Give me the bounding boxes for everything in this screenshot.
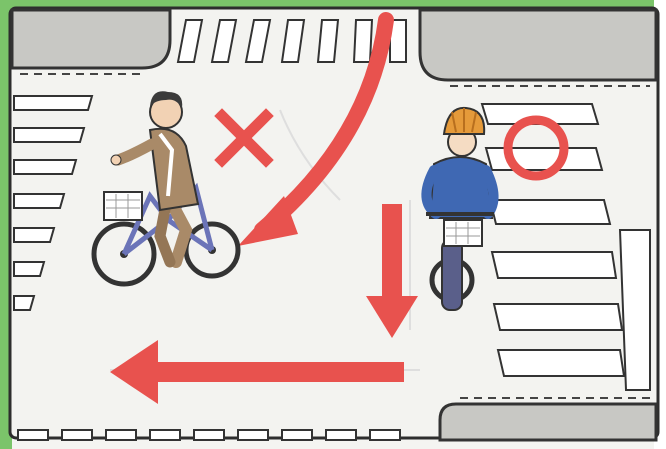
sidewalk-top-right: [420, 10, 656, 80]
right-lane-lines: [620, 230, 650, 390]
sidewalk-bottom-right: [440, 404, 656, 440]
crosswalk-bottom: [18, 430, 400, 440]
sidewalk-top-left: [12, 10, 170, 68]
bike-basket: [104, 192, 142, 220]
bike-basket-woman: [444, 220, 482, 246]
